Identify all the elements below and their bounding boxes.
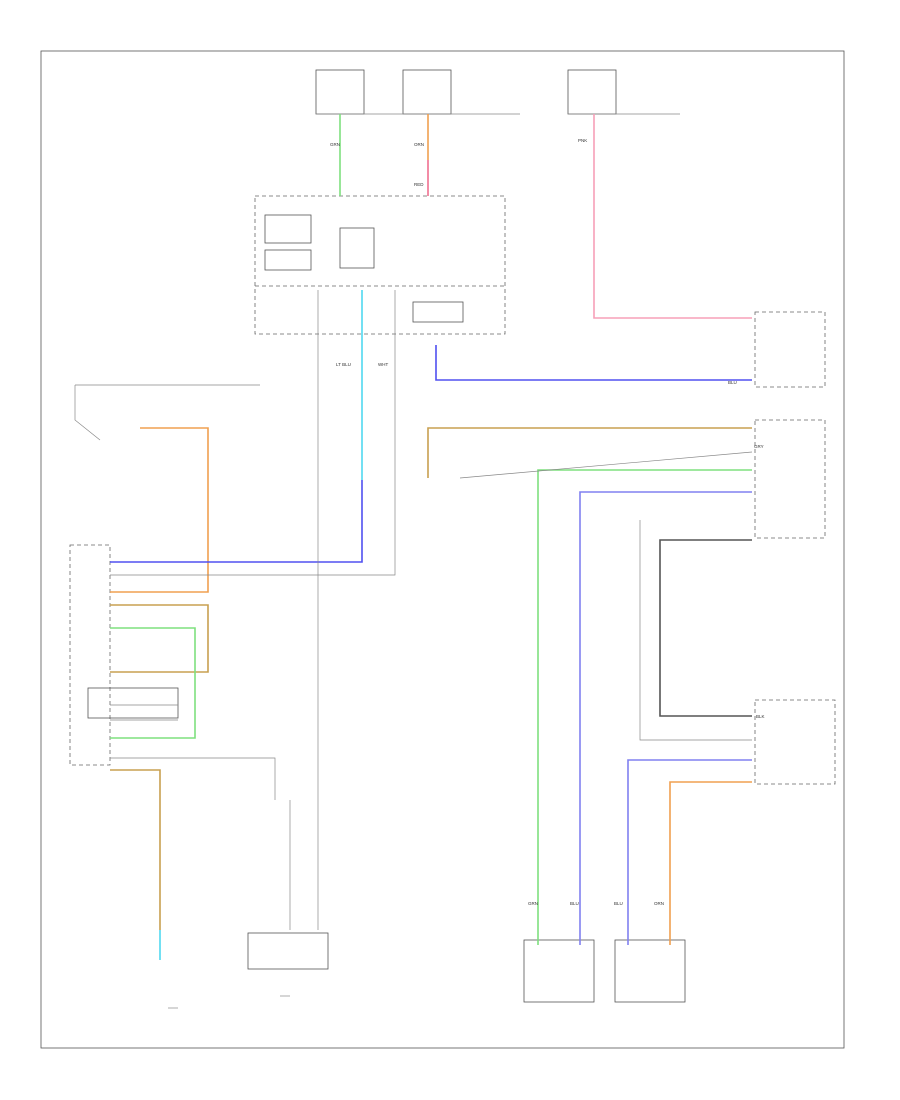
wire-tan-left-down bbox=[110, 769, 161, 930]
wire-gray-9 bbox=[74, 385, 101, 441]
wire-dark bbox=[659, 539, 752, 717]
wire-blue-long bbox=[579, 491, 752, 945]
left-connector-driver-switch bbox=[69, 544, 111, 766]
wire-tag: RED bbox=[414, 182, 424, 187]
diagram-frame bbox=[40, 50, 845, 1049]
right-module-body-control bbox=[754, 419, 826, 539]
wire-tag: BLU bbox=[614, 901, 623, 906]
relay-box-3 bbox=[339, 227, 375, 269]
lower-middle-box bbox=[247, 932, 329, 970]
wire-tag: PNK bbox=[578, 138, 587, 143]
wire-olive-left bbox=[110, 604, 209, 673]
fuse-box-left bbox=[315, 69, 365, 115]
wire-gray-7 bbox=[639, 520, 752, 741]
wire-gray-3 bbox=[110, 757, 276, 800]
bottom-right-motor-box bbox=[614, 939, 686, 1003]
wire-orange-left bbox=[110, 427, 209, 593]
right-module-top bbox=[754, 311, 826, 388]
wire-blue-upper bbox=[435, 345, 752, 381]
module-box-small bbox=[412, 301, 464, 323]
wire-tag: GRN bbox=[528, 901, 538, 906]
wire-orange-lower bbox=[669, 781, 752, 945]
wire-green-left bbox=[110, 627, 196, 739]
wire-tag: WHT bbox=[378, 362, 388, 367]
wire-pink bbox=[593, 114, 752, 319]
relay-box-1 bbox=[264, 214, 312, 244]
wire-tag: ORN bbox=[414, 142, 424, 147]
junction-box-outline bbox=[254, 195, 506, 335]
wire-tag: GRN bbox=[330, 142, 340, 147]
wire-tag: BLK bbox=[756, 714, 765, 719]
fuse-box-right bbox=[567, 69, 617, 115]
wire-blue-left bbox=[110, 480, 363, 563]
wire-tag: BLU bbox=[570, 901, 579, 906]
right-module-passenger-unit bbox=[754, 699, 836, 785]
wire-tag: LT BLU bbox=[336, 362, 351, 367]
relay-box-2 bbox=[264, 249, 312, 271]
wire-blue-lower bbox=[627, 759, 752, 945]
wire-gray-2 bbox=[110, 290, 396, 576]
wire-green-long bbox=[537, 469, 752, 945]
wire-tag: BLU bbox=[728, 380, 737, 385]
bottom-left-motor-box bbox=[523, 939, 595, 1003]
fuse-box-middle bbox=[402, 69, 452, 115]
wire-tag: ORN bbox=[654, 901, 664, 906]
wire-olive bbox=[427, 427, 752, 478]
wire-tag: GRY bbox=[754, 444, 764, 449]
left-inner-box bbox=[87, 687, 179, 719]
wire-gray-4 bbox=[459, 451, 753, 479]
